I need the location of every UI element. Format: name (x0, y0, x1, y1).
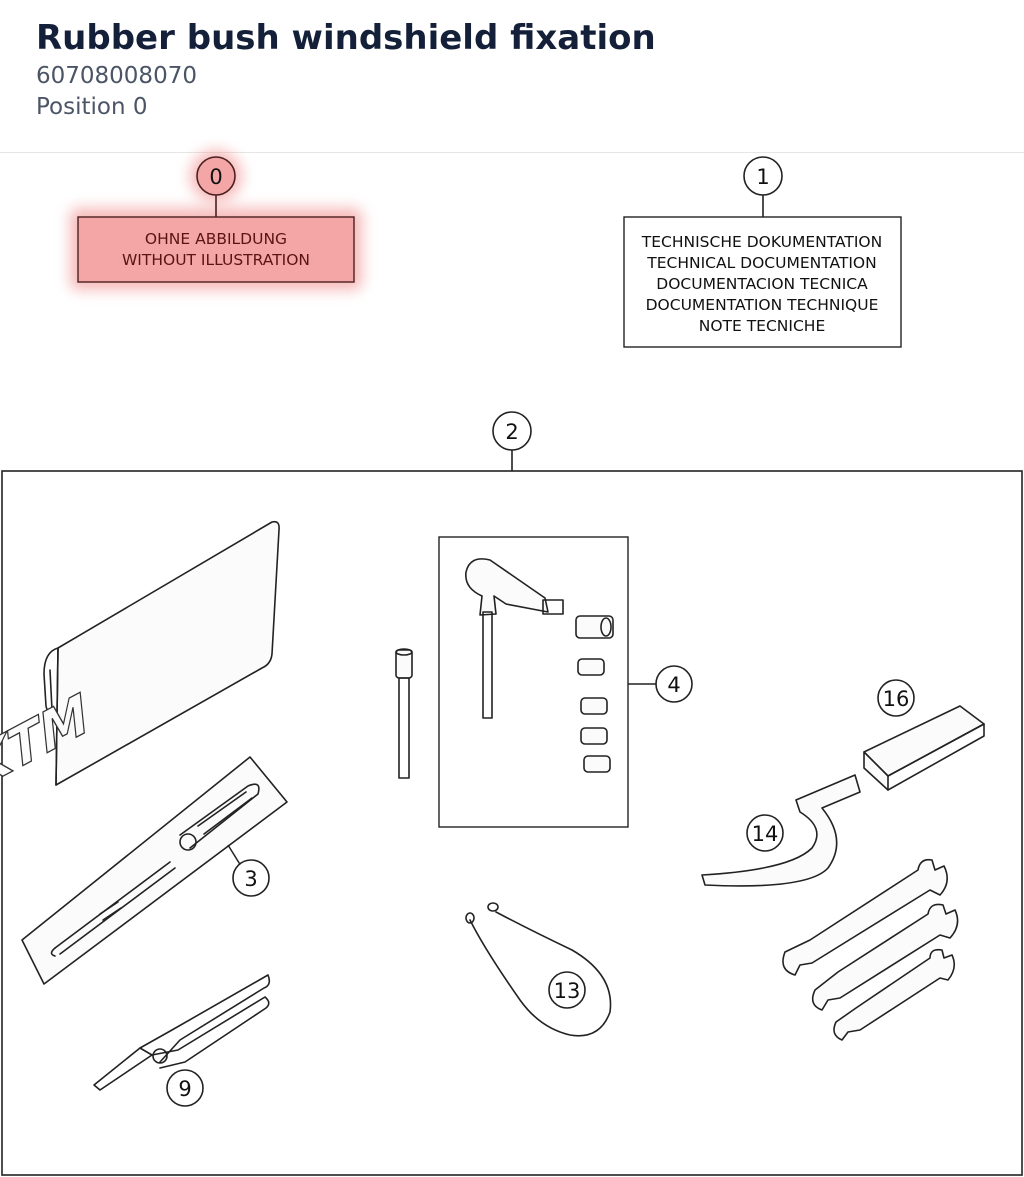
bag-logo-text: KTM (0, 682, 95, 801)
callout-0-label: 0 (209, 165, 222, 189)
callout-1-label: 1 (756, 165, 769, 189)
callout-9-label: 9 (178, 1077, 191, 1101)
page-title: Rubber bush windshield fixation (36, 18, 656, 58)
callout-13-circle[interactable] (548, 971, 586, 1009)
callout-1-circle[interactable] (743, 156, 783, 196)
no-illustration-line-2: WITHOUT ILLUSTRATION (122, 251, 310, 269)
no-illustration-box (77, 216, 355, 283)
hook-wrench: 14 (701, 774, 861, 887)
callout-2-label: 2 (505, 420, 518, 444)
tech-doc-line-5: NOTE TECNICHE (699, 317, 826, 335)
allen-key-set[interactable]: 4 (438, 536, 693, 828)
allen-key-box (438, 536, 629, 828)
callout-14-circle[interactable] (746, 814, 784, 852)
callout-0-circle[interactable] (196, 156, 236, 196)
tech-doc-line-1: TECHNISCHE DOKUMENTATION (641, 233, 882, 251)
pliers: 9 (93, 974, 271, 1107)
callout-9-circle[interactable] (166, 1069, 204, 1107)
callout-1-group[interactable]: 1 TECHNISCHE DOKUMENTATION TECHNICAL DOC… (623, 156, 902, 348)
callout-16-label: 16 (883, 687, 910, 711)
tech-doc-line-2: TECHNICAL DOCUMENTATION (646, 254, 876, 272)
part-number: 60708008070 (36, 63, 197, 89)
screwdriver-set: 3 (21, 756, 288, 985)
tech-doc-line-4: DOCUMENTATION TECHNIQUE (646, 296, 879, 314)
open-end-wrenches (782, 858, 959, 1041)
position-label: Position 0 (36, 94, 148, 120)
no-illustration-line-1: OHNE ABBILDUNG (145, 230, 287, 248)
callout-2-circle[interactable] (492, 411, 532, 451)
tool-sleeve: 16 (863, 679, 985, 791)
page-header: Rubber bush windshield fixation 60708008… (0, 0, 1024, 153)
callout-16-circle[interactable] (877, 679, 915, 717)
steel-cable: 13 (465, 902, 612, 1037)
callout-4-label: 4 (667, 673, 680, 697)
tech-doc-line-3: DOCUMENTACION TECNICA (656, 275, 868, 293)
toolkit-group: 2 (1, 411, 1023, 1176)
callout-3-circle[interactable] (232, 859, 270, 897)
tech-doc-box (623, 216, 902, 348)
callout-0-group[interactable]: 0 OHNE ABBILDUNG WITHOUT ILLUSTRATION (70, 150, 362, 290)
socket-extension (395, 648, 413, 779)
callout-14-label: 14 (752, 822, 779, 846)
callout-13-label: 13 (554, 979, 581, 1003)
callout-3-label: 3 (244, 867, 257, 891)
tool-bag: KTM (0, 520, 280, 802)
callout-4-circle[interactable] (655, 665, 693, 703)
